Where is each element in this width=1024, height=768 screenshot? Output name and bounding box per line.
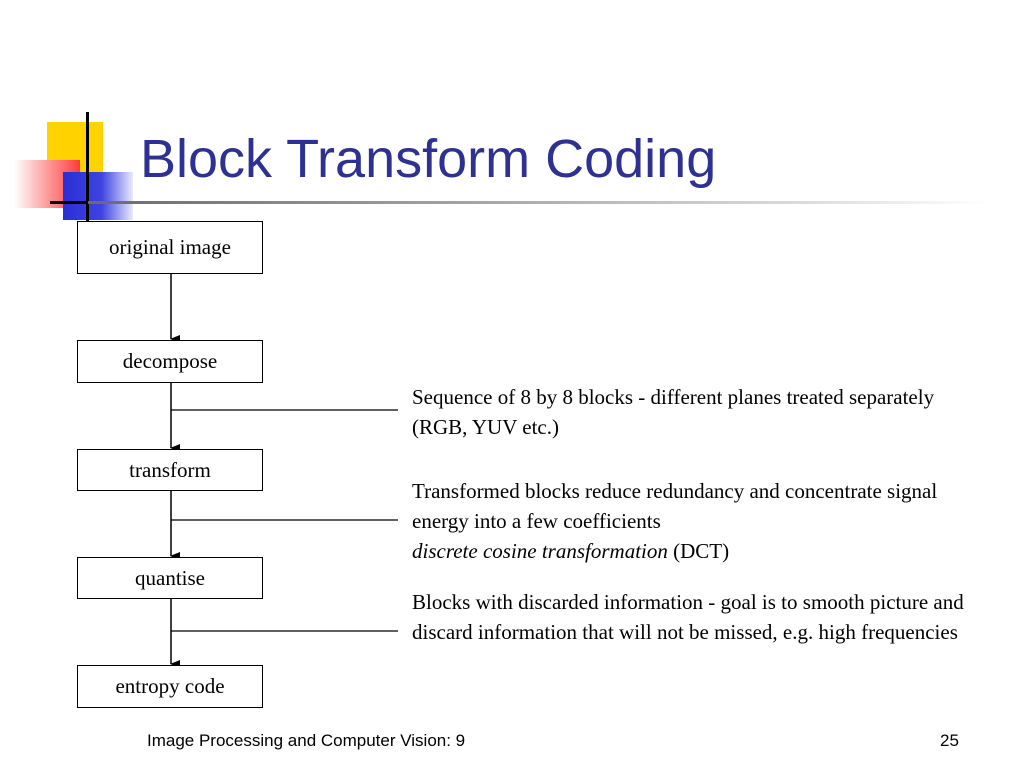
footer-page-number: 25 [940, 731, 959, 750]
flow-box-entropy-code: entropy code [77, 665, 263, 708]
annotation-quantise: Blocks with discarded information - goal… [412, 590, 964, 644]
logo-blue-bar [63, 172, 133, 220]
annotation-transform-text: Transformed blocks reduce redundancy and… [412, 479, 938, 533]
annotation-transform-suffix: (DCT) [667, 539, 730, 563]
footer-course-title: Image Processing and Computer Vision: 9 [147, 731, 466, 750]
annotation-transform-italic: discrete cosine transformation [412, 539, 668, 563]
flow-box-quantise: quantise [77, 557, 263, 599]
flow-box-original-image: original image [77, 221, 263, 274]
title-underline [88, 201, 988, 204]
annotation-decompose: Sequence of 8 by 8 blocks - different pl… [412, 385, 935, 439]
flow-box-decompose: decompose [77, 340, 263, 383]
flow-box-transform: transform [77, 449, 263, 491]
logo-vertical-line [86, 112, 89, 226]
slide-title: Block Transform Coding [140, 129, 717, 189]
logo-horizontal-line [50, 201, 102, 204]
annotation-transform: Transformed blocks reduce redundancy and… [412, 476, 982, 566]
